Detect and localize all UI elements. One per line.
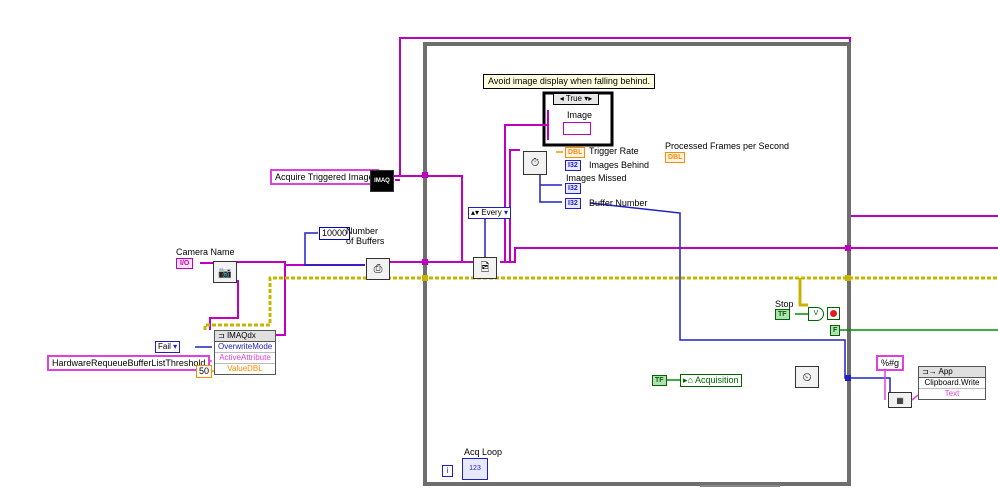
images-missed-indicator[interactable]: I32 bbox=[565, 183, 581, 194]
format-icon: ▦ bbox=[896, 395, 904, 405]
wire-session-right bbox=[500, 247, 998, 263]
imaqdx-node-title: IMAQdx bbox=[226, 331, 256, 340]
stop-label: Stop bbox=[775, 299, 794, 309]
grab-status-vi[interactable]: ⏱ bbox=[523, 151, 547, 175]
enum-dropdown-icon: ▾ bbox=[503, 208, 508, 217]
loop-count-indicator[interactable]: 123 bbox=[462, 458, 488, 480]
stop-condition-terminal[interactable] bbox=[827, 307, 840, 320]
configure-icon: ⎙ bbox=[373, 262, 383, 275]
wire-top-pink bbox=[399, 37, 998, 217]
stop-control[interactable]: TF bbox=[775, 309, 790, 320]
imaq-icon: IMAQ bbox=[374, 178, 390, 184]
case-selector[interactable]: ◂ True ▾▸ bbox=[553, 93, 599, 105]
wire-buffers bbox=[304, 232, 365, 266]
buffer-number-indicator[interactable]: I32 bbox=[565, 198, 581, 209]
images-behind-indicator[interactable]: I32 bbox=[565, 160, 581, 171]
buffers-constant[interactable]: 10000 bbox=[319, 227, 351, 240]
format-into-string-vi[interactable]: ▦ bbox=[888, 392, 912, 408]
wire-error bbox=[203, 276, 998, 330]
acquisition-local[interactable]: ▸⌂ Acquisition bbox=[680, 374, 742, 387]
number-of-buffers-label-1: Number bbox=[346, 226, 379, 236]
false-constant[interactable]: F bbox=[830, 325, 841, 336]
acq-loop-label: Acq Loop bbox=[464, 447, 503, 457]
imaq-vi[interactable]: IMAQ bbox=[370, 170, 394, 192]
camera-name-control[interactable]: I/O bbox=[176, 258, 194, 269]
wire-acquire-string bbox=[364, 175, 463, 262]
wire-cam-to-node bbox=[209, 280, 239, 330]
wire-vi-outputs bbox=[539, 165, 562, 203]
tunnel-mid-left bbox=[422, 259, 428, 265]
or-function[interactable]: V bbox=[808, 307, 824, 321]
buffer-number-label: Buffer Number bbox=[589, 198, 648, 208]
threshold-attribute-constant[interactable]: HardwareRequeueBufferListThreshold bbox=[47, 355, 211, 371]
camera-name-label: Camera Name bbox=[176, 247, 235, 257]
acquisition-text: Acquisition bbox=[694, 375, 739, 385]
acquire-triggered-image-constant[interactable]: Acquire Triggered Image bbox=[270, 169, 379, 185]
comment-note: Avoid image display when falling behind. bbox=[483, 74, 655, 89]
fail-enum-constant[interactable]: Fail ▾ bbox=[155, 341, 181, 353]
clipboard-write-row[interactable]: Clipboard.Write bbox=[919, 378, 985, 389]
images-missed-label: Images Missed bbox=[566, 173, 627, 183]
every-enum-value: Every bbox=[481, 208, 502, 217]
fifty-constant[interactable]: 50 bbox=[196, 365, 213, 378]
case-selector-value: True bbox=[565, 94, 582, 103]
property-node-icon: ⊐ bbox=[218, 331, 225, 340]
fail-enum-value: Fail bbox=[158, 342, 171, 351]
overwrite-mode-row[interactable]: OverwriteMode bbox=[215, 342, 275, 353]
case-left-arrow-icon: ◂ bbox=[559, 94, 564, 103]
stopwatch-icon: ⏲ bbox=[802, 369, 812, 384]
wire-image-to-vi bbox=[509, 149, 520, 262]
enum-arrows-icon: ▴▾ bbox=[471, 208, 480, 217]
tunnel-err-right bbox=[845, 275, 851, 281]
imaqdx-node-header: ⊐ IMAQdx bbox=[215, 331, 275, 342]
image-label: Image bbox=[567, 110, 593, 120]
camera-image-icon: 🖻 bbox=[480, 261, 490, 274]
app-node-header: ⊐→ App bbox=[919, 367, 985, 378]
format-string-constant[interactable]: %#g bbox=[876, 355, 905, 371]
app-node-title: App bbox=[938, 367, 953, 376]
tunnel-err-left bbox=[422, 275, 428, 281]
app-invoke-node[interactable]: ⊐→ App Clipboard.Write Text bbox=[918, 366, 986, 400]
true-constant[interactable]: TF bbox=[652, 375, 667, 386]
stop-sign-icon bbox=[830, 310, 837, 317]
trigger-rate-indicator[interactable]: DBL bbox=[565, 147, 586, 158]
wire-buffer-number bbox=[589, 202, 891, 405]
local-variable-icon: ▸⌂ bbox=[683, 375, 693, 385]
wire-text bbox=[911, 394, 919, 401]
wait-timer-vi[interactable]: ⏲ bbox=[795, 366, 819, 388]
active-attribute-row[interactable]: ActiveAttribute bbox=[215, 353, 275, 364]
camera-stopwatch-icon: ⏱ bbox=[530, 156, 540, 169]
number-of-buffers-label-2: of Buffers bbox=[346, 236, 385, 246]
processed-fps-indicator[interactable]: DBL bbox=[665, 152, 686, 163]
imaqdx-property-node[interactable]: ⊐ IMAQdx OverwriteMode ActiveAttribute V… bbox=[214, 330, 276, 375]
open-camera-vi[interactable]: 📷 bbox=[213, 261, 237, 283]
case-dropdown-icon: ▾▸ bbox=[584, 94, 593, 103]
wire-node-out bbox=[275, 264, 286, 336]
processed-fps-label: Processed Frames per Second bbox=[665, 141, 790, 151]
grab-vi[interactable]: 🖻 bbox=[473, 257, 497, 279]
tunnel-top-left bbox=[422, 172, 428, 178]
or-symbol-icon: V bbox=[813, 310, 819, 317]
invoke-arrow-icon: ⊐→ bbox=[922, 367, 937, 376]
value-dbl-row[interactable]: ValueDBL bbox=[227, 364, 263, 373]
images-behind-label: Images Behind bbox=[589, 160, 650, 170]
wire-image-to-case bbox=[504, 124, 548, 262]
iteration-terminal[interactable]: i bbox=[442, 465, 453, 477]
configure-grab-vi[interactable]: ⎙ bbox=[366, 258, 390, 280]
text-row[interactable]: Text bbox=[944, 389, 960, 398]
wire-error-down bbox=[798, 278, 808, 307]
fail-dropdown-icon: ▾ bbox=[173, 342, 178, 351]
open-camera-icon: 📷 bbox=[218, 266, 232, 279]
tunnel-buffer-right bbox=[845, 375, 851, 381]
tunnel-mid-right bbox=[845, 245, 851, 251]
trigger-rate-label: Trigger Rate bbox=[589, 146, 639, 156]
image-display-terminal[interactable] bbox=[563, 122, 591, 135]
every-enum-constant[interactable]: ▴▾ Every ▾ bbox=[468, 207, 511, 219]
